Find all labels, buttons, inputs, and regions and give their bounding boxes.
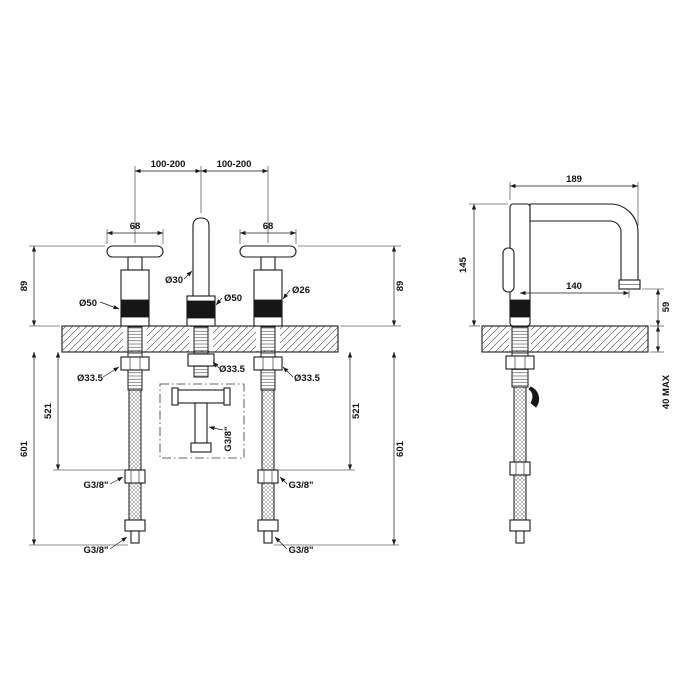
left-handle-base — [120, 269, 150, 327]
dim-total-length-left-label: 601 — [19, 440, 30, 457]
front-view: 100-200 100-200 68 68 89 89 Ø30 Ø — [19, 159, 406, 556]
side-end-fitting-nut — [509, 519, 531, 532]
fixing-clamp — [528, 386, 540, 408]
side-supply-assembly — [505, 326, 540, 544]
dim-heights-above-counter: 89 89 — [19, 245, 406, 327]
left-end-fitting-nut — [124, 519, 146, 532]
side-flex-hose-lower — [513, 474, 527, 521]
dim-side-reach: 189 — [509, 174, 639, 226]
dim-spacing-left-label: 100-200 — [151, 159, 186, 170]
dim-reach-label: 189 — [566, 174, 582, 185]
dim-height-left-label: 89 — [19, 281, 30, 292]
right-handle — [239, 245, 297, 327]
left-flex-hose-upper — [128, 389, 142, 471]
dim-spacing-right-label: 100-200 — [217, 159, 252, 170]
dim-total-length-right-label: 601 — [395, 440, 406, 457]
tee-cap-left — [171, 387, 179, 406]
dim-diameter-callouts: Ø30 Ø50 Ø50 Ø26 Ø33.5 Ø33.5 Ø33.5 — [77, 270, 321, 384]
right-supply-assembly — [253, 326, 283, 544]
left-flex-hose-lower — [128, 482, 142, 521]
dim-nut-dia-mid-label: Ø33.5 — [219, 364, 246, 375]
dim-height-right-label: 89 — [395, 281, 406, 292]
right-handle-lever — [239, 245, 297, 258]
dim-spout-reach: 140 — [520, 281, 630, 298]
right-mounting-nut — [253, 356, 283, 371]
right-end-fitting-nut — [257, 519, 279, 532]
tee-body — [176, 389, 226, 404]
dim-max-thickness: 40 MAX — [650, 326, 672, 409]
spout-black-band — [187, 300, 215, 319]
side-end-fitting-tip — [515, 530, 525, 544]
center-reference-outline — [159, 383, 245, 459]
left-handle-lever — [106, 245, 164, 258]
tee-cap-right — [223, 387, 231, 406]
center-threaded-shank — [193, 326, 209, 378]
side-hose-connector — [509, 461, 531, 476]
right-flex-hose-upper — [261, 389, 275, 471]
dim-spout-reach-label: 140 — [566, 281, 582, 292]
g38-left-mid-label: G3/8" — [83, 480, 108, 491]
thread-callouts: G3/8" G3/8" G3/8" G3/8" G3/8" — [83, 426, 314, 556]
dim-max-thickness-label: 40 MAX — [661, 374, 672, 409]
left-mounting-nut — [120, 356, 150, 371]
dim-height-label: 145 — [458, 256, 469, 273]
dim-spout-dia-label: Ø30 — [165, 275, 183, 286]
left-handle-neck — [127, 256, 143, 271]
left-handle-black-band — [121, 299, 149, 318]
dim-hose-lengths: 521 521 — [43, 352, 362, 471]
side-flex-hose-upper — [513, 386, 527, 463]
right-hose-connector — [257, 469, 279, 484]
left-supply-assembly — [120, 326, 150, 544]
left-handle — [106, 245, 164, 327]
side-black-band — [510, 299, 530, 318]
center-mounting-nut — [187, 353, 215, 367]
tee-stem-cap — [190, 442, 212, 453]
side-mounting-nut — [505, 355, 535, 370]
dim-total-lengths: 601 601 — [19, 352, 406, 546]
dim-handle-widths: 68 68 — [106, 221, 297, 244]
dim-hose-length-left-label: 521 — [43, 402, 54, 419]
tee-stem — [194, 402, 208, 444]
g38-right-bottom-label: G3/8" — [288, 545, 313, 556]
faucet-side-body — [502, 203, 641, 327]
right-handle-base — [253, 269, 283, 327]
countertop-section-side — [481, 325, 649, 353]
side-view: 189 145 140 59 40 MAX — [458, 174, 672, 544]
dim-outlet-height-label: 59 — [661, 302, 672, 313]
left-hose-connector — [124, 469, 146, 484]
dim-handle-dia-left-label: Ø50 — [79, 298, 97, 309]
dim-outlet-height: 59 — [642, 288, 672, 327]
dim-side-height: 145 — [458, 203, 508, 327]
dim-hose-length-right-label: 521 — [351, 402, 362, 419]
left-end-fitting-tip — [130, 530, 140, 544]
right-handle-black-band — [254, 299, 282, 318]
right-flex-hose-lower — [261, 482, 275, 521]
right-handle-neck — [260, 256, 276, 271]
center-connection — [159, 326, 245, 459]
dim-handle-width-right-label: 68 — [263, 221, 274, 232]
dim-nut-dia-right-label: Ø33.5 — [294, 373, 321, 384]
g38-right-mid-label: G3/8" — [288, 480, 313, 491]
g38-center-label: G3/8" — [223, 426, 234, 451]
dim-hole-spacing: 100-200 100-200 — [134, 159, 269, 243]
dim-handle-dia-right-label: Ø26 — [292, 285, 310, 296]
spout-tube-front — [192, 217, 210, 297]
spout-tube-side — [529, 203, 639, 281]
spout-front — [186, 217, 216, 327]
dim-spout-base-dia-label: Ø50 — [224, 293, 242, 304]
right-end-fitting-tip — [263, 530, 273, 544]
g38-left-bottom-label: G3/8" — [83, 545, 108, 556]
handle-side-lever — [502, 247, 515, 293]
dim-handle-width-left-label: 68 — [130, 221, 141, 232]
dim-nut-dia-left-label: Ø33.5 — [77, 373, 104, 384]
